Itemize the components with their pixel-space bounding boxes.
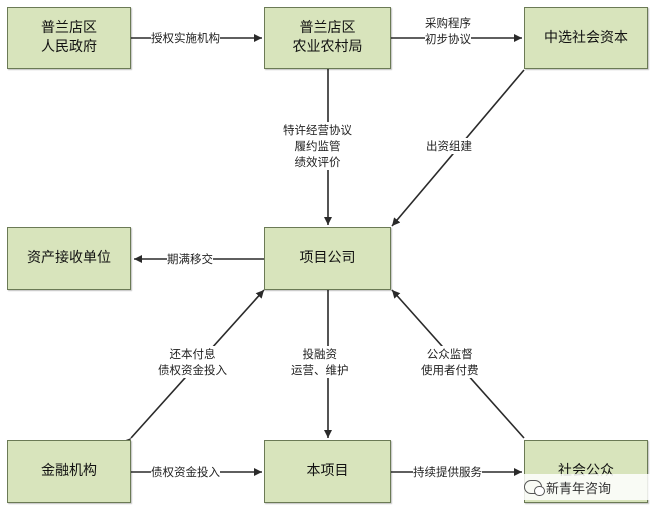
node-asset-receiver: 资产接收单位 xyxy=(7,227,131,290)
node-agriculture-bureau: 普兰店区 农业农村局 xyxy=(264,7,391,69)
wechat-icon xyxy=(524,480,545,496)
node-selected-social-capital: 中选社会资本 xyxy=(524,7,648,69)
label-franchise: 特许经营协议 履约监管 绩效评价 xyxy=(283,122,352,170)
label-transfer: 期满移交 xyxy=(167,251,213,267)
node-project-company: 项目公司 xyxy=(264,227,391,290)
label-operate: 投融资 运营、维护 xyxy=(291,346,349,378)
node-district-government: 普兰店区 人民政府 xyxy=(7,7,131,69)
label-supervise: 公众监督 使用者付费 xyxy=(421,346,479,378)
node-this-project: 本项目 xyxy=(264,440,391,503)
node-financial-institution: 金融机构 xyxy=(7,440,131,503)
label-invest: 出资组建 xyxy=(426,138,472,154)
watermark: 新青年咨询 xyxy=(524,474,650,500)
label-service: 持续提供服务 xyxy=(413,464,482,480)
label-debt: 债权资金投入 xyxy=(151,464,220,480)
label-authorize: 授权实施机构 xyxy=(151,30,220,46)
watermark-text: 新青年咨询 xyxy=(546,481,612,497)
label-repay: 还本付息 债权资金投入 xyxy=(158,346,227,378)
label-procure: 采购程序 初步协议 xyxy=(425,15,471,47)
